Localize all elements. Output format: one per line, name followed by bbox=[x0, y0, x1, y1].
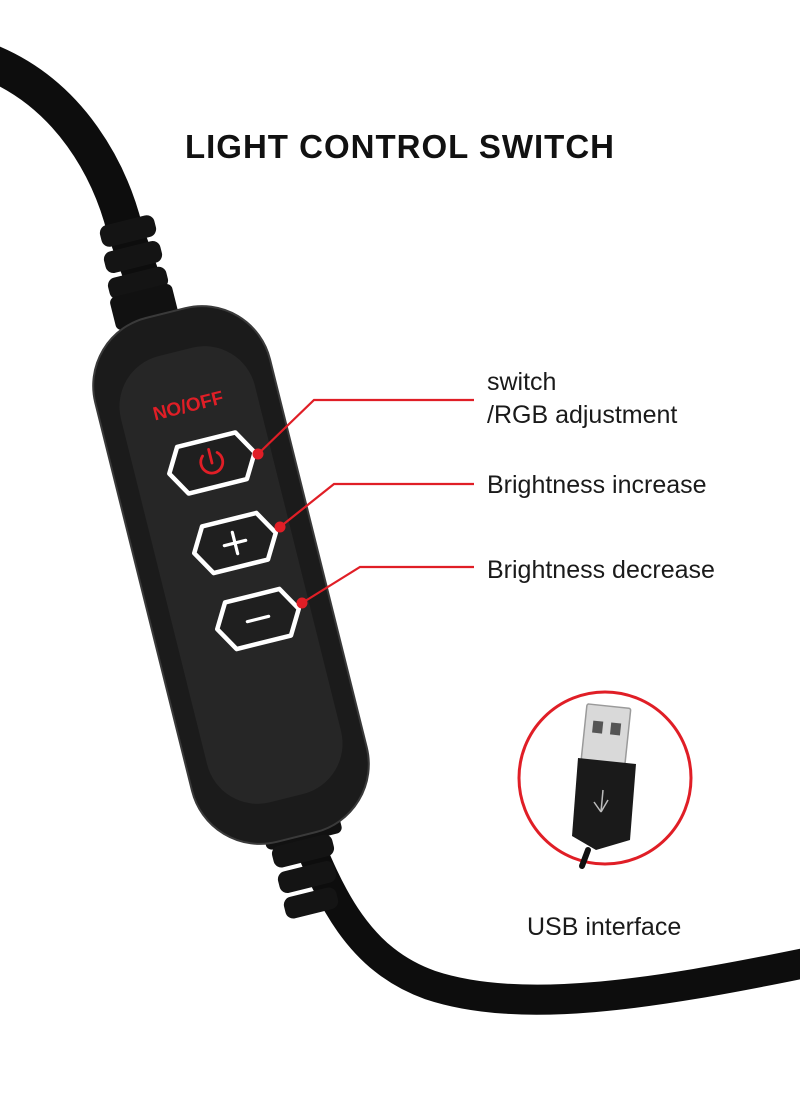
power-button[interactable] bbox=[164, 429, 261, 497]
callout-switch-line1: switch bbox=[487, 368, 557, 396]
page-title: LIGHT CONTROL SWITCH bbox=[184, 128, 616, 165]
callout-switch: switch /RGB adjustment bbox=[487, 366, 677, 432]
callout-usb-interface: USB interface bbox=[527, 913, 682, 941]
callout-line-switch bbox=[257, 398, 474, 455]
usb-connector-icon bbox=[572, 703, 636, 869]
cable-bottom bbox=[285, 805, 800, 1015]
callout-brightness-increase: Brightness increase bbox=[487, 471, 707, 499]
callout-switch-line2: /RGB adjustment bbox=[487, 401, 678, 429]
cable-top bbox=[0, 46, 168, 318]
plus-icon bbox=[222, 530, 248, 556]
callout-dots bbox=[252, 448, 308, 609]
plus-button[interactable] bbox=[188, 510, 281, 577]
usb-inset bbox=[517, 690, 693, 869]
minus-icon bbox=[245, 614, 271, 624]
callout-lines bbox=[257, 398, 474, 604]
callout-line-decrease bbox=[301, 565, 474, 604]
callout-brightness-decrease: Brightness decrease bbox=[487, 556, 715, 584]
power-icon bbox=[199, 448, 225, 475]
callout-line-increase bbox=[279, 482, 474, 528]
controller-body bbox=[92, 305, 370, 845]
minus-button[interactable] bbox=[211, 586, 304, 653]
